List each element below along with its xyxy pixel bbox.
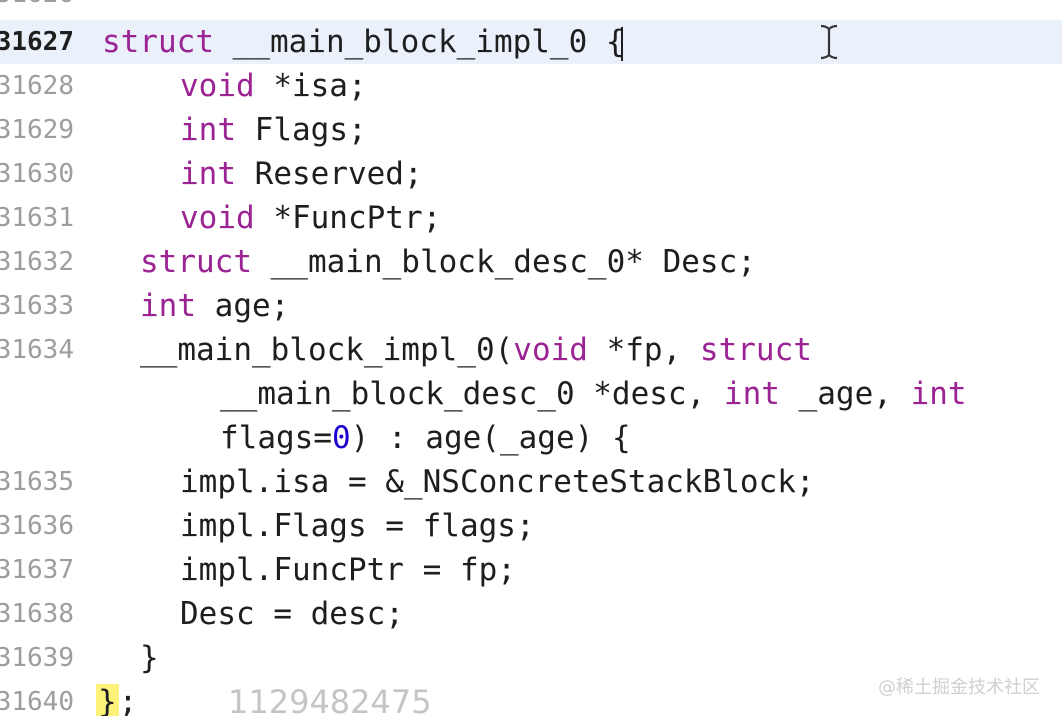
code-text: impl.FuncPtr = fp; — [180, 548, 516, 592]
code-line[interactable]: 31634 __main_block_impl_0(void *fp, struc… — [0, 328, 1062, 372]
line-number: 31640 — [0, 687, 74, 716]
code-token: impl.FuncPtr = fp; — [180, 552, 516, 588]
site-watermark: @稀土掘金技术社区 — [878, 677, 1040, 698]
code-line[interactable]: 31637 impl.FuncPtr = fp; — [0, 548, 1062, 592]
code-text: Desc = desc; — [180, 592, 404, 636]
keyword-token: int — [910, 376, 967, 412]
code-token: __main_block_impl_0( — [140, 332, 514, 368]
keyword-token: void — [180, 68, 255, 104]
keyword-token: struct — [102, 24, 214, 60]
line-number: 31633 — [0, 291, 74, 321]
code-token: __main_block_impl_0 { — [213, 24, 625, 60]
code-token: __main_block_desc_0* Desc; — [251, 244, 756, 280]
line-number: 31637 — [0, 555, 74, 585]
line-number: 31639 — [0, 643, 74, 673]
line-number: 31636 — [0, 511, 74, 541]
text-caret — [620, 26, 623, 61]
code-line[interactable]: flags=0) : age(_age) { — [0, 416, 1062, 460]
matched-brace-token: } — [96, 684, 119, 716]
code-line[interactable]: 31639} — [0, 636, 1062, 680]
code-token: __main_block_desc_0 *desc, — [220, 376, 724, 412]
code-text: __main_block_desc_0 *desc, int _age, int — [220, 372, 967, 416]
code-text: int Flags; — [180, 108, 367, 152]
code-token: age; — [196, 288, 290, 324]
code-line[interactable]: 31638 Desc = desc; — [0, 592, 1062, 636]
line-number: 31630 — [0, 159, 74, 189]
code-token: flags= — [220, 420, 332, 456]
code-token: Reserved; — [236, 156, 423, 192]
code-line[interactable]: __main_block_desc_0 *desc, int _age, int — [0, 372, 1062, 416]
code-text: int Reserved; — [180, 152, 423, 196]
code-text: void *FuncPtr; — [180, 196, 441, 240]
code-text: struct __main_block_desc_0* Desc; — [140, 240, 756, 284]
code-line[interactable]: 31632 struct __main_block_desc_0* Desc; — [0, 240, 1062, 284]
code-token: ) : age(_age) { — [350, 420, 631, 456]
code-line[interactable]: 31631 void *FuncPtr; — [0, 196, 1062, 240]
code-text: impl.isa = &_NSConcreteStackBlock; — [180, 460, 815, 504]
line-number: 31632 — [0, 247, 74, 277]
keyword-token: struct — [140, 244, 252, 280]
code-text: } — [140, 636, 159, 680]
keyword-token: int — [180, 156, 236, 192]
line-number: 31634 — [0, 335, 74, 365]
code-text: flags=0) : age(_age) { — [220, 416, 631, 460]
code-line-current[interactable]: 31627 struct __main_block_impl_0 { — [0, 20, 1062, 64]
number-token: 0 — [331, 420, 351, 456]
code-line[interactable]: 31635 impl.isa = &_NSConcreteStackBlock; — [0, 460, 1062, 504]
code-token: impl.Flags = flags; — [180, 508, 535, 544]
keyword-token: int — [180, 112, 236, 148]
code-text: int age; — [140, 284, 289, 328]
keyword-token: struct — [699, 332, 812, 368]
code-text: __main_block_impl_0(void *fp, struct — [140, 328, 812, 372]
keyword-token: void — [513, 332, 588, 368]
code-token: _age, — [779, 376, 911, 412]
code-token: } — [140, 640, 159, 676]
code-text: void *isa; — [180, 64, 367, 108]
code-token: *FuncPtr; — [254, 200, 442, 236]
code-text: struct __main_block_impl_0 { — [102, 20, 625, 64]
code-text: impl.Flags = flags; — [180, 504, 535, 548]
line-number: 31629 — [0, 115, 74, 145]
code-token: Flags; — [236, 112, 367, 148]
code-line[interactable]: 31640}; — [0, 680, 1062, 716]
code-token: *isa; — [254, 68, 367, 104]
line-number: 31638 — [0, 599, 74, 629]
ibeam-cursor-icon — [820, 24, 838, 60]
line-number-partial: 31626 — [0, 0, 74, 16]
keyword-token: int — [723, 376, 780, 412]
line-number: 31628 — [0, 71, 74, 101]
line-number: 31635 — [0, 467, 74, 497]
code-line[interactable]: 31633 int age; — [0, 284, 1062, 328]
code-text: }; — [96, 680, 137, 716]
code-token: *fp, — [587, 332, 700, 368]
code-token: Desc = desc; — [180, 596, 404, 632]
line-number: 31631 — [0, 203, 74, 233]
code-line[interactable]: 31628 void *isa; — [0, 64, 1062, 108]
keyword-token: int — [140, 288, 196, 324]
code-line[interactable]: 31630 int Reserved; — [0, 152, 1062, 196]
keyword-token: void — [180, 200, 255, 236]
code-line[interactable]: 31629 int Flags; — [0, 108, 1062, 152]
code-line[interactable]: 31636 impl.Flags = flags; — [0, 504, 1062, 548]
code-token: ; — [118, 684, 138, 716]
line-number: 31627 — [0, 27, 74, 57]
user-id-watermark: 1129482475 — [228, 683, 432, 716]
code-token: impl.isa = &_NSConcreteStackBlock; — [180, 464, 815, 500]
